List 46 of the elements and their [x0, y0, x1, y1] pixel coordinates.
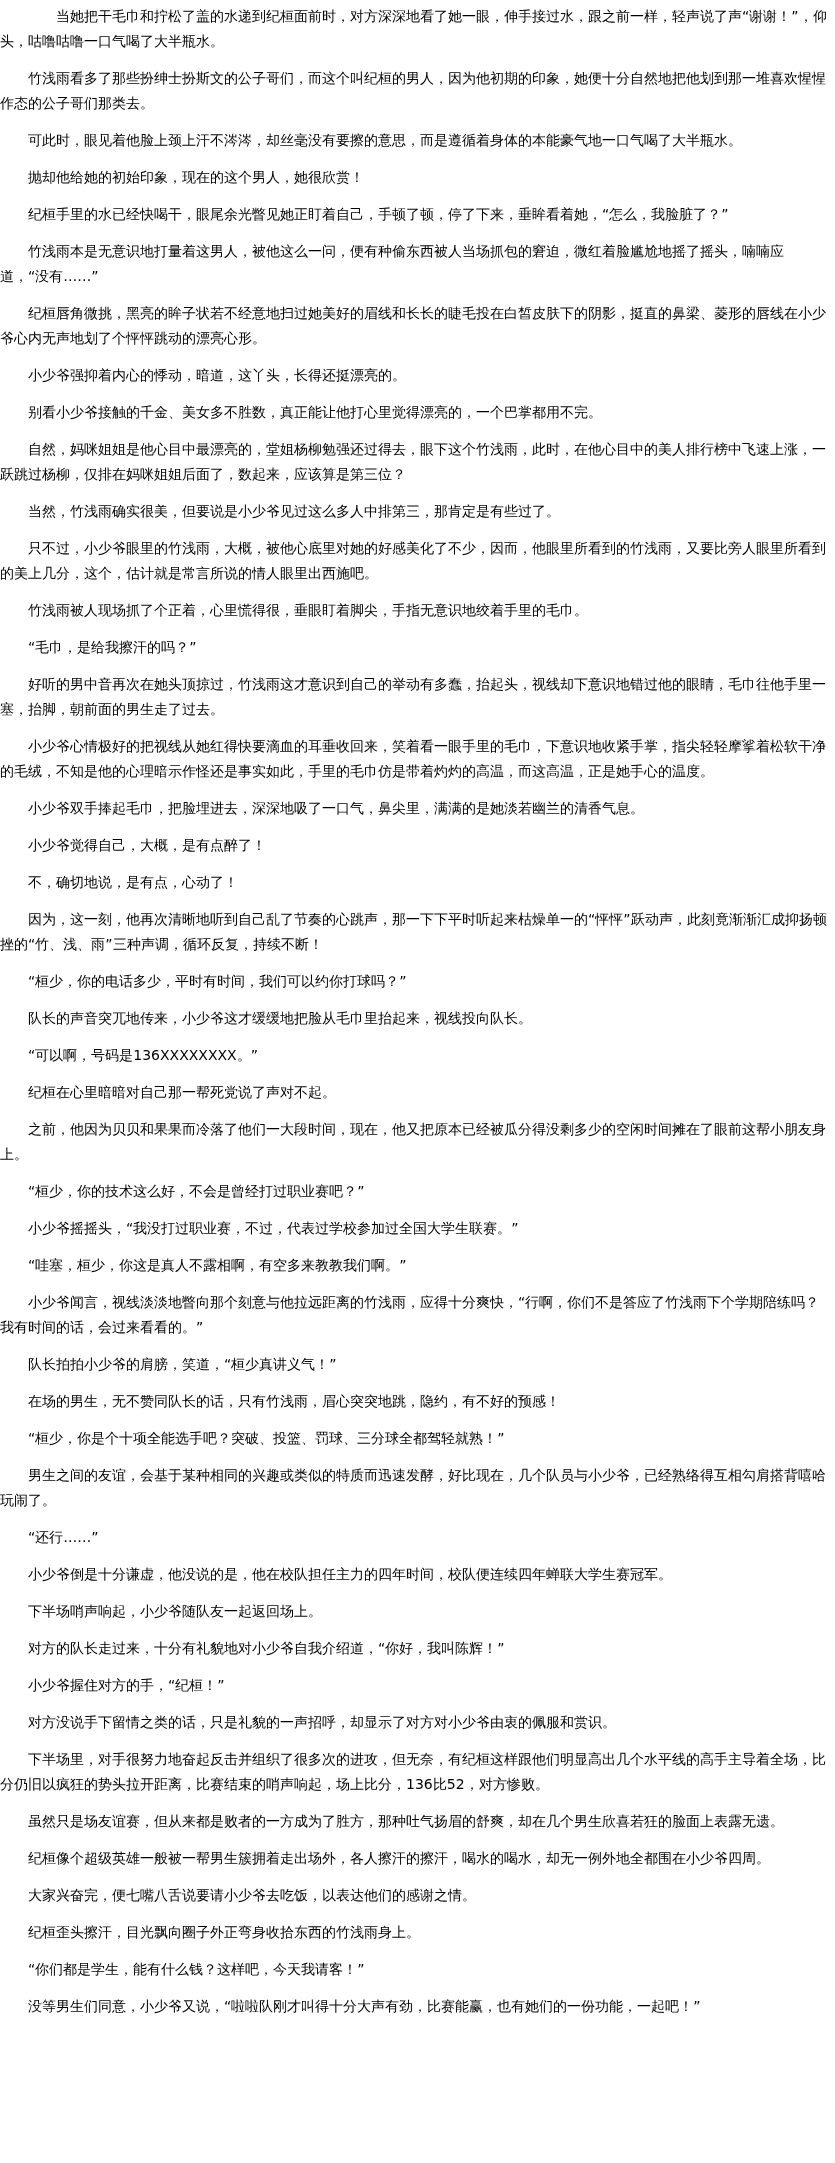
paragraph: “毛巾，是给我擦汗的吗？”	[27, 638, 198, 657]
paragraph: 竹浅雨被人现场抓了个正着，心里慌得很，垂眼盯着脚尖，手指无意识地绞着手里的毛巾。	[27, 601, 589, 620]
paragraph: “桓少，你的电话多少，平时有时间，我们可以约你打球吗？”	[27, 972, 408, 991]
paragraph: 队长的声音突兀地传来，小少爷这才缓缓地把脸从毛巾里抬起来，视线投向队长。	[27, 1009, 533, 1028]
paragraph: 下半场哨声响起，小少爷随队友一起返回场上。	[27, 1602, 323, 1621]
paragraph: “还行……”	[27, 1528, 100, 1547]
paragraph: 大家兴奋完，便七嘴八舌说要请小少爷去吃饭，以表达他们的感谢之情。	[27, 1886, 477, 1905]
paragraph: 好听的男中音再次在她头顶掠过，竹浅雨这才意识到自己的举动有多蠢，抬起头，视线却下意识地错过他的眼睛，毛巾往他手里一塞，抬脚，朝前面的男生走了过去。	[0, 675, 827, 719]
paragraph: 纪桓歪头擦汗，目光飘向圈子外正弯身收拾东西的竹浅雨身上。	[27, 1923, 421, 1942]
paragraph: 当她把干毛巾和拧松了盖的水递到纪桓面前时，对方深深地看了她一眼，伸手接过水，跟之前一样，轻声说了声“谢谢！”，仰头，咕噜咕噜一口气喝了大半瓶水。	[0, 7, 828, 51]
paragraph: 不，确切地说，是有点，心动了！	[27, 873, 239, 892]
paragraph: “哇塞，桓少，你这是真人不露相啊，有空多来教教我们啊。”	[27, 1256, 408, 1275]
paragraph: 男生之间的友谊，会基于某种相同的兴趣或类似的特质而迅速发酵，好比现在，几个队员与小少爷，已经熟络得互相勾肩搭背嘻哈玩闹了。	[0, 1466, 827, 1510]
paragraph: 小少爷摇摇头，“我没打过职业赛，不过，代表过学校参加过全国大学生联赛。”	[27, 1219, 520, 1238]
paragraph: 竹浅雨看多了那些扮绅士扮斯文的公子哥们，而这个叫纪桓的男人，因为他初期的印象，她便十分自然地把他划到那一堆喜欢惺惺作态的公子哥们那类去。	[0, 69, 827, 113]
paragraph: 可此时，眼见着他脸上颈上汗不涔涔，却丝毫没有要擦的意思，而是遵循着身体的本能豪气地一口气喝了大半瓶水。	[27, 131, 743, 150]
paragraph: 当然，竹浅雨确实很美，但要说是小少爷见过这么多人中排第三，那肯定是有些过了。	[27, 502, 561, 521]
paragraph: 纪桓手里的水已经快喝干，眼尾余光瞥见她正盯着自己，手顿了顿，停了下来，垂眸看着她，“怎么，我脸脏了？”	[27, 205, 730, 224]
paragraph: “你们都是学生，能有什么钱？这样吧，今天我请客！”	[27, 1960, 366, 1979]
paragraph: 只不过，小少爷眼里的竹浅雨，大概，被他心底里对她的好感美化了不少，因而，他眼里所看到的竹浅雨，又要比旁人眼里所看到的美上几分，这个，估计就是常言所说的情人眼里出西施吧。	[0, 539, 827, 583]
paragraph: 虽然只是场友谊赛，但从来都是败者的一方成为了胜方，那种吐气扬眉的舒爽，却在几个男生欣喜若狂的脸面上表露无遗。	[27, 1812, 785, 1831]
paragraph: 在场的男生，无不赞同队长的话，只有竹浅雨，眉心突突地跳，隐约，有不好的预感！	[27, 1392, 561, 1411]
paragraph: 之前，他因为贝贝和果果而冷落了他们一大段时间，现在，他又把原本已经被瓜分得没剩多少的空闲时间摊在了眼前这帮小朋友身上。	[0, 1120, 827, 1164]
paragraph: “桓少，你的技术这么好，不会是曾经打过职业赛吧？”	[27, 1182, 366, 1201]
paragraph: 对方的队长走过来，十分有礼貌地对小少爷自我介绍道，“你好，我叫陈辉！”	[27, 1639, 506, 1658]
paragraph: 自然，妈咪姐姐是他心目中最漂亮的，堂姐杨柳勉强还过得去，眼下这个竹浅雨，此时，在他心目中的美人排行榜中飞速上涨，一跃跳过杨柳，仅排在妈咪姐姐后面了，数起来，应该算是第三位？	[0, 440, 827, 484]
paragraph: 小少爷倒是十分谦虚，他没说的是，他在校队担任主力的四年时间，校队便连续四年蝉联大学生赛冠军。	[27, 1565, 673, 1584]
paragraph: 小少爷心情极好的把视线从她红得快要滴血的耳垂收回来，笑着看一眼手里的毛巾，下意识地收紧手掌，指尖轻轻摩挲着松软干净的毛绒，不知是他的心理暗示作怪还是事实如此，手里的毛巾仿是带着灼灼的高温，而这高温，正是她手心的温度。	[0, 737, 827, 781]
paragraph: 小少爷握住对方的手，“纪桓！”	[27, 1676, 226, 1695]
paragraph: 小少爷双手捧起毛巾，把脸埋进去，深深地吸了一口气，鼻尖里，满满的是她淡若幽兰的清香气息。	[27, 799, 645, 818]
paragraph: 下半场里，对手很努力地奋起反击并组织了很多次的进攻，但无奈，有纪桓这样跟他们明显高出几个水平线的高手主导着全场，比分仍旧以疯狂的势头拉开距离，比赛结束的哨声响起，场上比分，136比52，对方惨败。	[0, 1750, 827, 1794]
paragraph: 竹浅雨本是无意识地打量着这男人，被他这么一问，便有种偷东西被人当场抓包的窘迫，微红着脸尴尬地摇了摇头，喃喃应道，“没有……”	[0, 242, 785, 286]
paragraph: 纪桓在心里暗暗对自己那一帮死党说了声对不起。	[27, 1083, 337, 1102]
paragraph: 小少爷强抑着内心的悸动，暗道，这丫头，长得还挺漂亮的。	[27, 366, 407, 385]
paragraph: “可以啊，号码是136XXXXXXXX。”	[27, 1046, 259, 1065]
paragraph: 别看小少爷接触的千金、美女多不胜数，真正能让他打心里觉得漂亮的，一个巴掌都用不完。	[27, 403, 603, 422]
paragraph: 小少爷闻言，视线淡淡地瞥向那个刻意与他拉远距离的竹浅雨，应得十分爽快，“行啊，你们不是答应了竹浅雨下个学期陪练吗？我有时间的话，会过来看看的。”	[0, 1293, 821, 1337]
paragraph: 抛却他给她的初始印象，现在的这个男人，她很欣赏！	[27, 168, 365, 187]
paragraph: 纪桓像个超级英雄一般被一帮男生簇拥着走出场外，各人擦汗的擦汗，喝水的喝水，却无一例外地全都围在小少爷四周。	[27, 1849, 771, 1868]
paragraph: 因为，这一刻，他再次清晰地听到自己乱了节奏的心跳声，那一下下平时听起来枯燥单一的“怦怦”跃动声，此刻竟渐渐汇成抑扬顿挫的“竹、浅、雨”三种声调，循环反复，持续不断！	[0, 910, 828, 954]
paragraph: 对方没说手下留情之类的话，只是礼貌的一声招呼，却显示了对方对小少爷由衷的佩服和赏识。	[27, 1713, 617, 1732]
paragraph: “桓少，你是个十项全能选手吧？突破、投篮、罚球、三分球全都驾轻就熟！”	[27, 1429, 506, 1448]
paragraph: 队长拍拍小少爷的肩膀，笑道，“桓少真讲义气！”	[27, 1355, 338, 1374]
paragraph: 纪桓唇角微挑，黑亮的眸子状若不经意地扫过她美好的眉线和长长的睫毛投在白皙皮肤下的阴影，挺直的鼻梁、菱形的唇线在小少爷心内无声地划了个怦怦跳动的漂亮心形。	[0, 304, 827, 348]
paragraph: 没等男生们同意，小少爷又说，“啦啦队刚才叫得十分大声有劲，比赛能赢，也有她们的一份功能，一起吧！”	[27, 1997, 702, 2016]
paragraph: 小少爷觉得自己，大概，是有点醉了！	[27, 836, 267, 855]
